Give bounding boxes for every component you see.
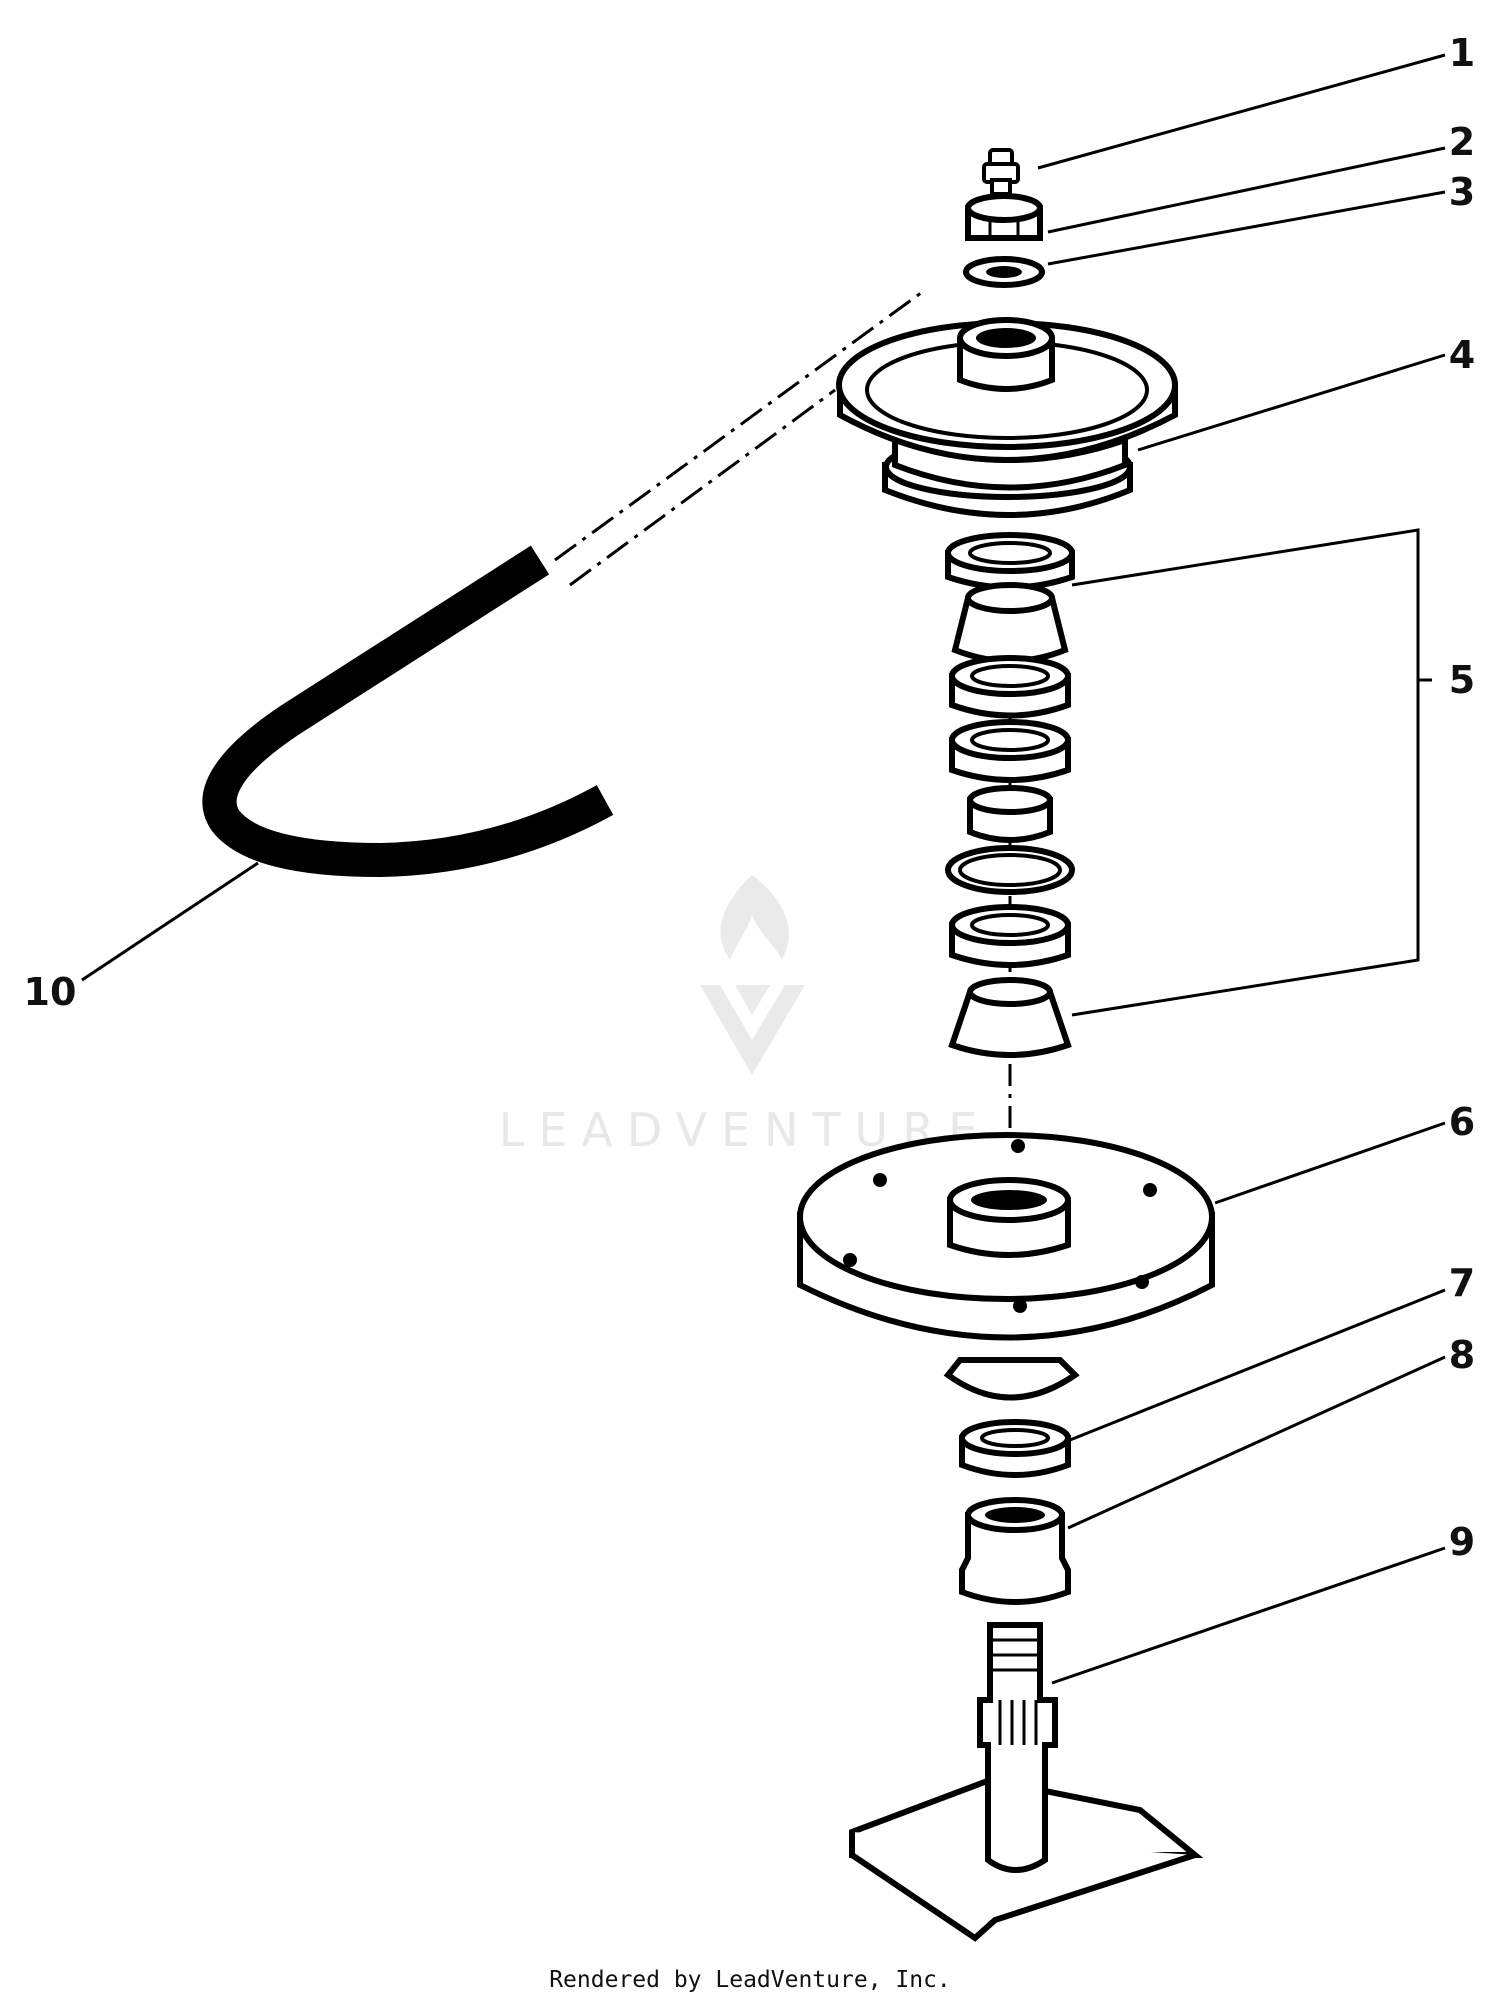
- callout-7: 7: [1449, 1261, 1475, 1305]
- part-8-bearing-cup: [959, 1497, 1071, 1605]
- part-10-belt: [202, 288, 926, 878]
- callout-1: 1: [1449, 31, 1475, 75]
- part-2-nut: [965, 193, 1043, 241]
- callout-10: 10: [24, 970, 77, 1014]
- part-1-grease-fitting: [982, 148, 1020, 196]
- part-6-spindle-housing: [797, 1132, 1215, 1401]
- part-7-seal: [959, 1419, 1071, 1478]
- part-4-pulley: [836, 317, 1178, 518]
- callout-9: 9: [1449, 1520, 1475, 1564]
- part-9-spindle-shaft: [849, 1622, 1204, 1942]
- callout-8: 8: [1449, 1333, 1475, 1377]
- callout-3: 3: [1449, 170, 1475, 214]
- watermark: LEADVENTURE: [499, 875, 977, 1157]
- callout-4: 4: [1449, 333, 1475, 377]
- callout-6: 6: [1449, 1100, 1475, 1144]
- footer-credit: Rendered by LeadVenture, Inc.: [549, 1967, 951, 1993]
- callout-2: 2: [1449, 120, 1475, 164]
- leadventure-logo-icon: [700, 875, 805, 1075]
- leader-lines: [81, 53, 1446, 1685]
- callout-5: 5: [1449, 658, 1475, 702]
- part-5-bearing-stack: [945, 532, 1075, 1058]
- part-3-washer: [963, 256, 1045, 288]
